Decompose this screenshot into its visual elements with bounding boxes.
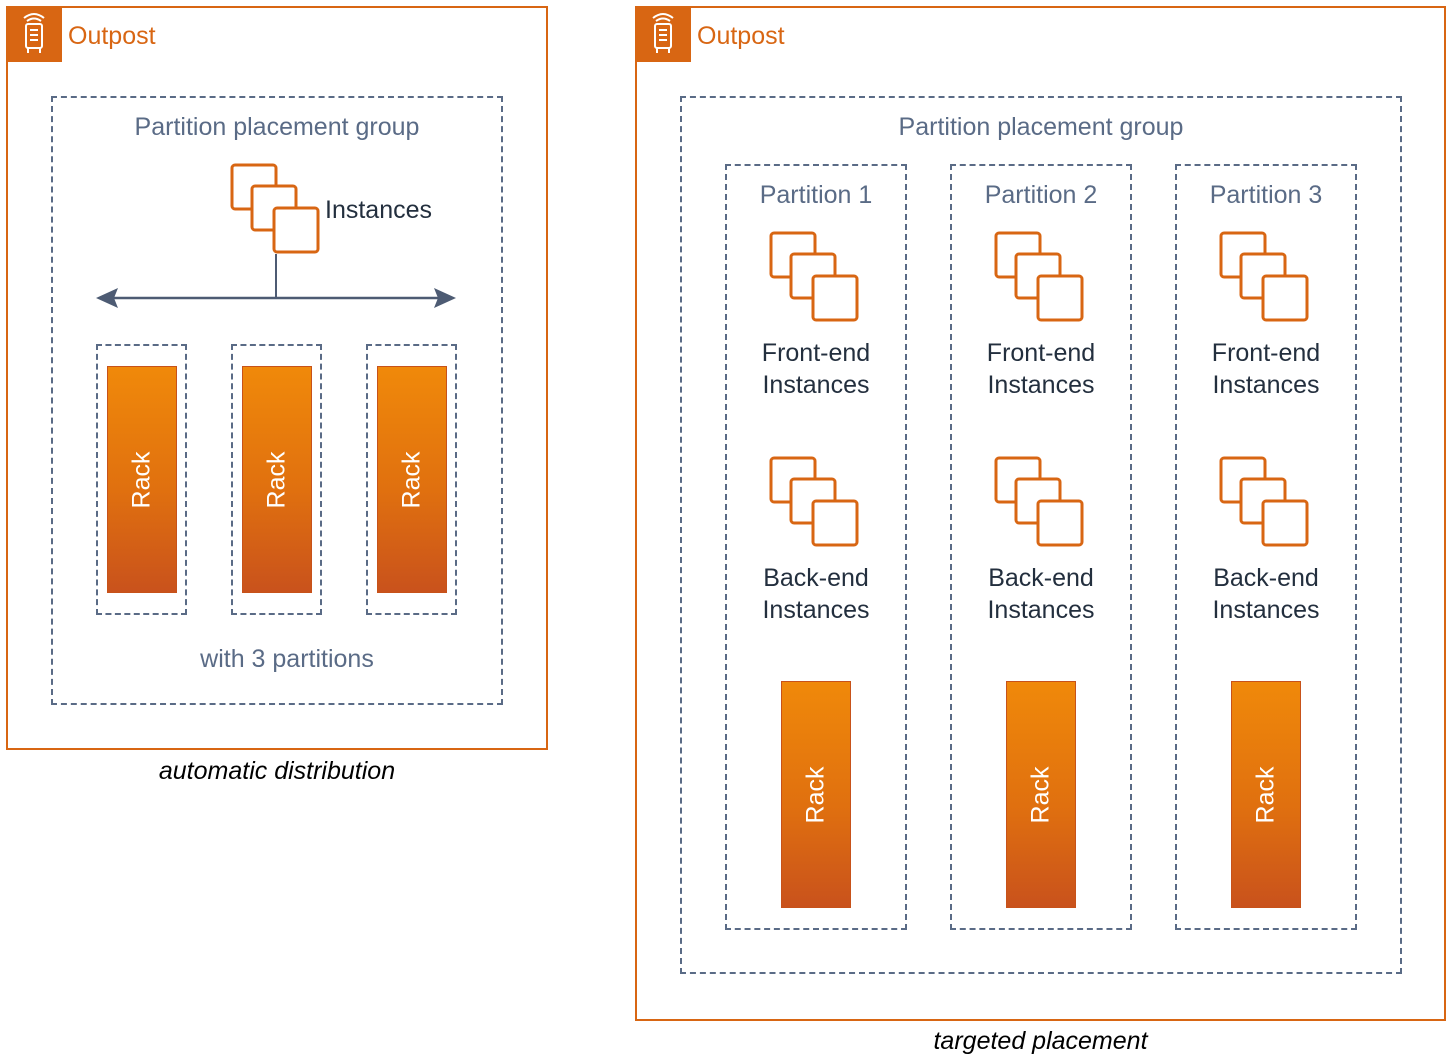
rack: Rack — [1006, 681, 1076, 908]
back-end-instances-label: Back-end Instances — [726, 562, 906, 626]
rack: Rack — [377, 366, 447, 593]
partition-label: Partition 1 — [759, 181, 873, 209]
partition-1: Partition 1 — [725, 164, 907, 930]
outpost-icon — [6, 6, 62, 62]
label-line: Instances — [987, 371, 1095, 399]
instances-icon — [769, 231, 861, 323]
left-partition-3 — [366, 344, 457, 615]
rack-label: Rack — [801, 766, 830, 823]
rack: Rack — [1231, 681, 1301, 908]
rack-label: Rack — [397, 451, 426, 508]
left-partition-2 — [231, 344, 322, 615]
partition-3: Partition 3 — [1175, 164, 1357, 930]
label-line: Back-end — [988, 564, 1094, 592]
left-partition-1 — [96, 344, 187, 615]
back-end-instances-label: Back-end Instances — [1176, 562, 1356, 626]
rack-label: Rack — [1251, 766, 1280, 823]
caption-targeted: targeted placement — [933, 1027, 1148, 1055]
label-line: Back-end — [763, 564, 869, 592]
rack-label: Rack — [262, 451, 291, 508]
placement-group-label: Partition placement group — [898, 113, 1184, 141]
rack: Rack — [242, 366, 312, 593]
partition-label: Partition 2 — [984, 181, 1098, 209]
rack: Rack — [781, 681, 851, 908]
back-end-instances-label: Back-end Instances — [951, 562, 1131, 626]
right-placement-group: Partition placement group — [680, 96, 1402, 974]
front-end-instances-label: Front-end Instances — [726, 337, 906, 401]
instances-icon — [1219, 456, 1311, 548]
label-line: Back-end — [1213, 564, 1319, 592]
left-placement-group: Partition placement group — [51, 96, 503, 705]
instances-icon — [230, 163, 322, 255]
label-line: Front-end — [761, 339, 871, 367]
partition-2: Partition 2 — [950, 164, 1132, 930]
label-line: Front-end — [986, 339, 1096, 367]
label-line: Instances — [1212, 371, 1320, 399]
partitions-count-label: with 3 partitions — [200, 645, 374, 673]
instances-icon — [1219, 231, 1311, 323]
instances-icon — [994, 456, 1086, 548]
label-line: Instances — [762, 596, 870, 624]
instances-icon — [769, 456, 861, 548]
rack: Rack — [107, 366, 177, 593]
front-end-instances-label: Front-end Instances — [1176, 337, 1356, 401]
label-line: Instances — [762, 371, 870, 399]
label-line: Front-end — [1211, 339, 1321, 367]
outpost-icon — [635, 6, 691, 62]
outpost-title: Outpost — [68, 22, 156, 50]
rack-label: Rack — [1026, 766, 1055, 823]
label-line: Instances — [987, 596, 1095, 624]
front-end-instances-label: Front-end Instances — [951, 337, 1131, 401]
partition-label: Partition 3 — [1209, 181, 1323, 209]
instances-label: Instances — [325, 196, 433, 224]
caption-automatic: automatic distribution — [158, 757, 396, 785]
outpost-title: Outpost — [697, 22, 785, 50]
placement-group-label: Partition placement group — [134, 113, 420, 141]
distribution-arrow — [96, 254, 456, 308]
label-line: Instances — [1212, 596, 1320, 624]
instances-icon — [994, 231, 1086, 323]
rack-label: Rack — [127, 451, 156, 508]
